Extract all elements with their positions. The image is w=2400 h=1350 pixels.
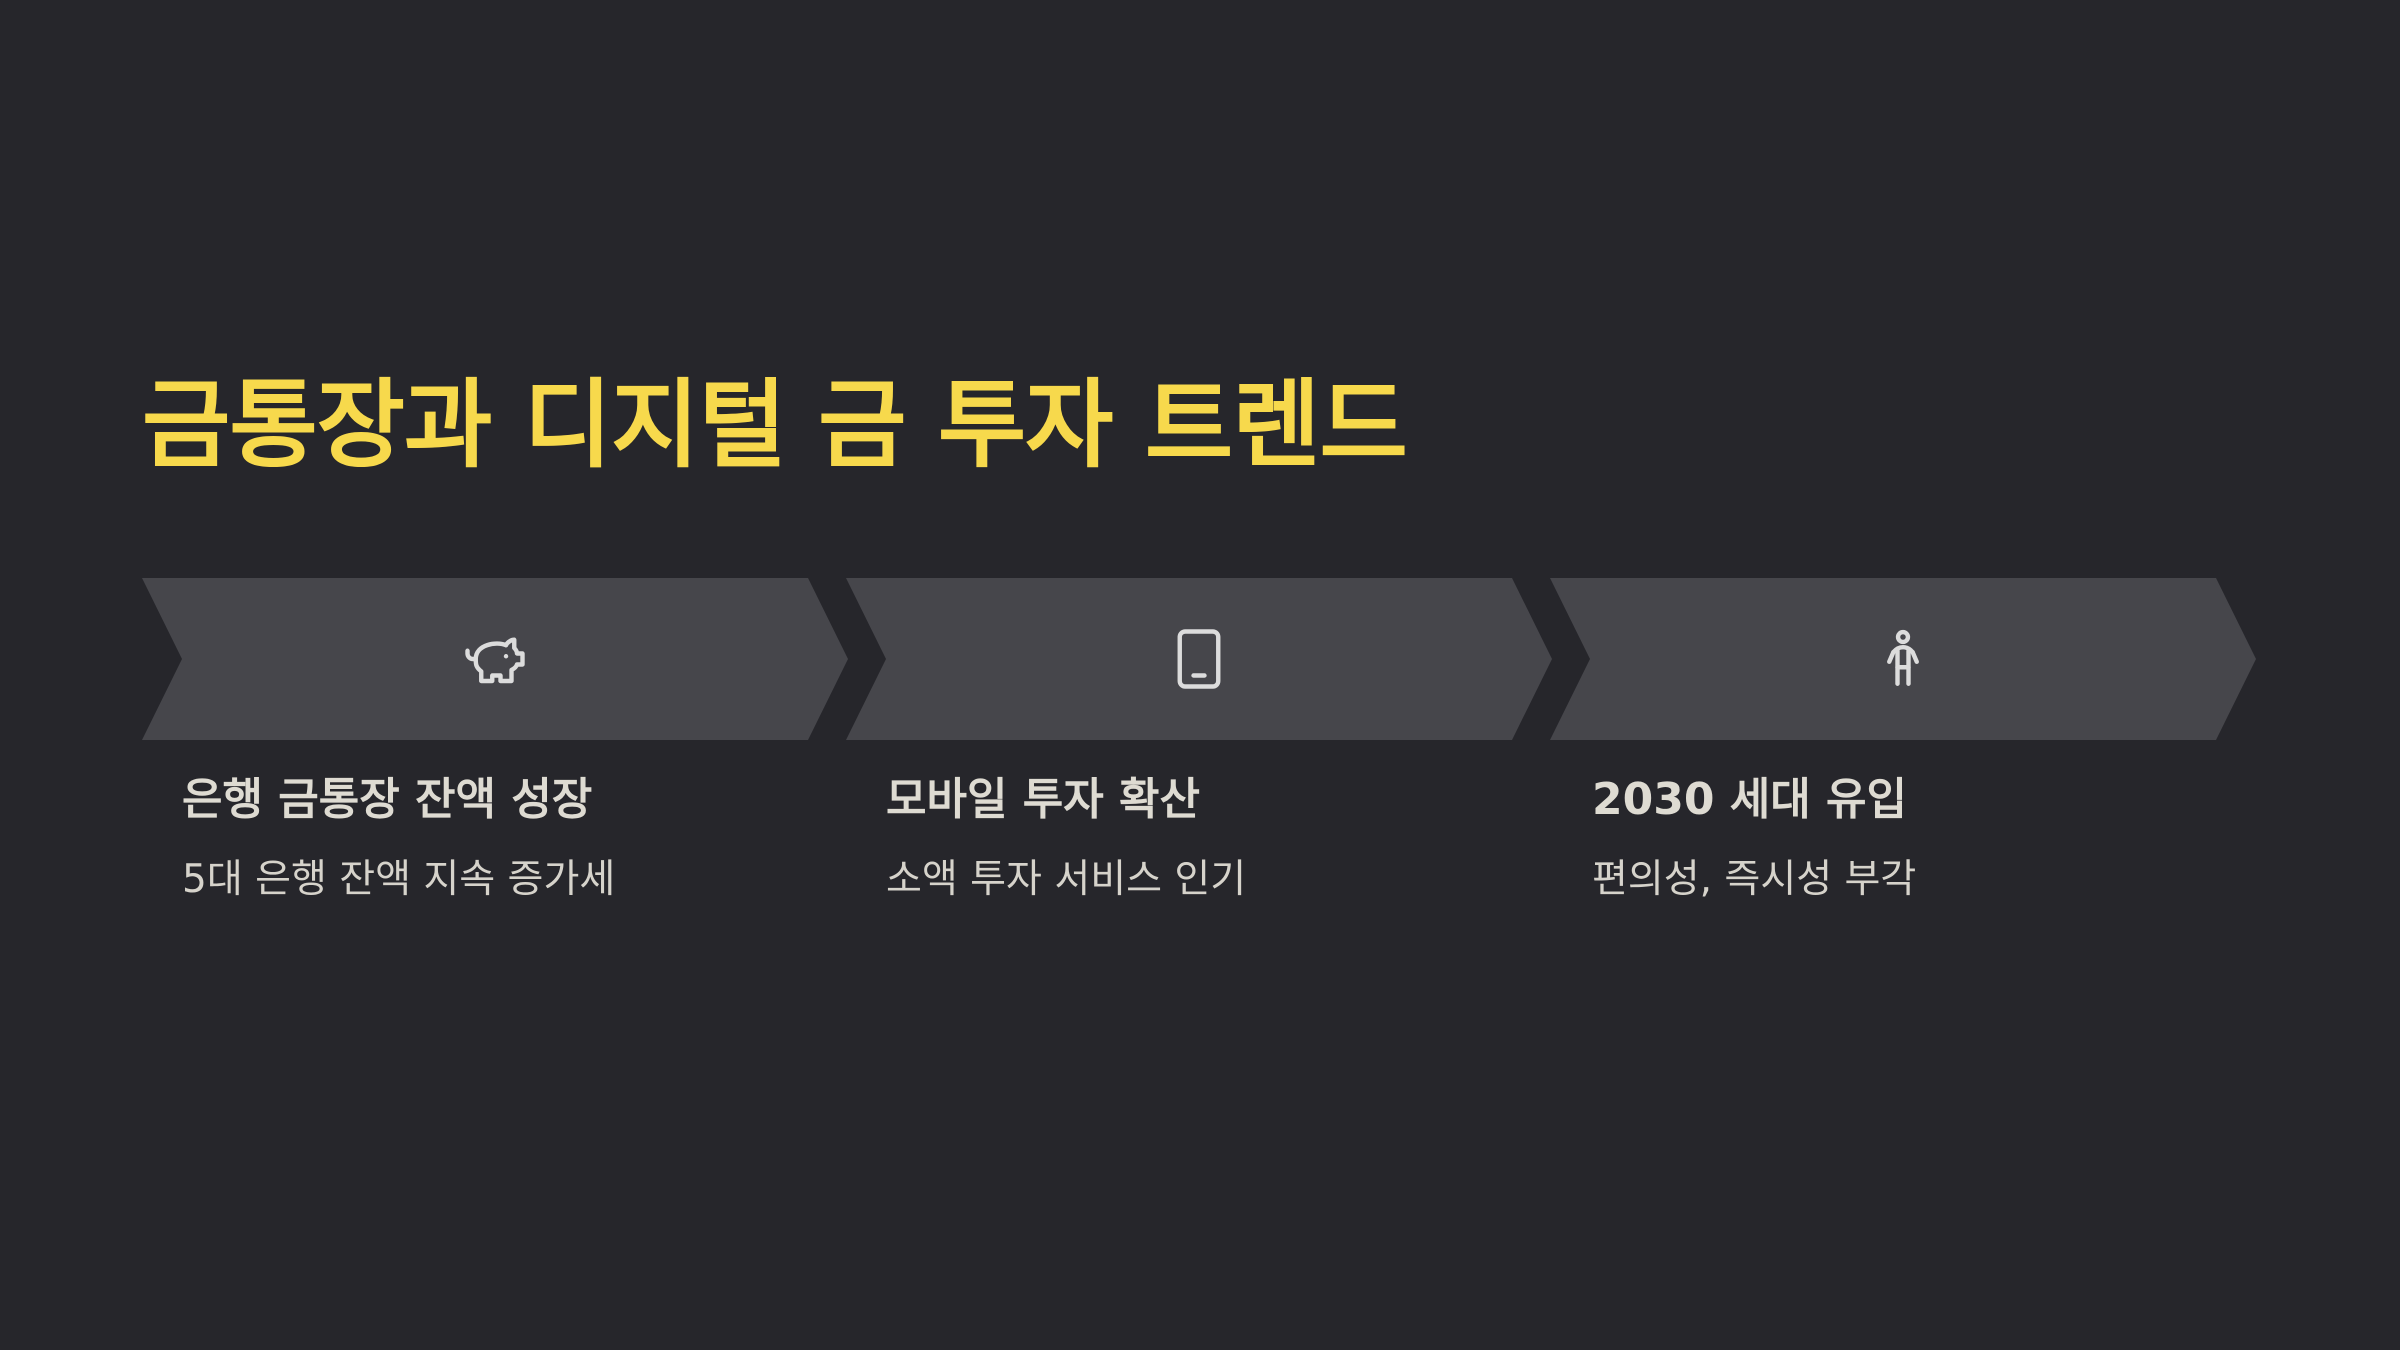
step-2: 모바일 투자 확산 소액 투자 서비스 인기 xyxy=(886,774,1526,905)
slide-title: 금통장과 디지털 금 투자 트렌드 xyxy=(142,369,1408,481)
step-3-title: 2030 세대 유입 xyxy=(1592,774,1908,825)
step-1-title: 은행 금통장 잔액 성장 xyxy=(182,774,593,825)
chevron-step-1 xyxy=(142,578,848,740)
step-1-description: 5대 은행 잔액 지속 증가세 xyxy=(182,856,616,902)
step-1: 은행 금통장 잔액 성장 5대 은행 잔액 지속 증가세 xyxy=(182,774,822,905)
step-2-description: 소액 투자 서비스 인기 xyxy=(886,856,1247,902)
step-3: 2030 세대 유입 편의성, 즉시성 부각 xyxy=(1592,774,2232,905)
step-2-title: 모바일 투자 확산 xyxy=(886,774,1200,825)
process-flow xyxy=(142,578,2256,740)
chevron-step-2 xyxy=(846,578,1552,740)
step-3-description: 편의성, 즉시성 부각 xyxy=(1592,856,1917,902)
chevron-step-3 xyxy=(1550,578,2256,740)
